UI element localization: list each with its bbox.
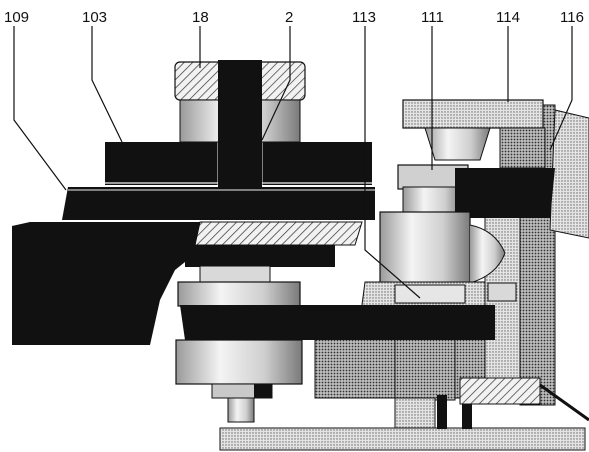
right-bolt-shank <box>394 329 456 401</box>
lower-nut-top <box>199 265 271 283</box>
horizontal-spring <box>459 377 541 405</box>
callout-111: 111 <box>421 9 444 170</box>
callout-label-114: 114 <box>496 9 520 26</box>
callout-label-111: 111 <box>421 9 444 26</box>
callout-label-2: 2 <box>285 9 293 26</box>
washer-113 <box>394 284 466 304</box>
hatched-plate <box>194 221 363 246</box>
callout-2: 2 <box>261 9 293 141</box>
lower-cylinder <box>175 339 303 385</box>
clamp-wedge <box>424 127 491 161</box>
lower-nut <box>177 281 301 307</box>
callout-114: 114 <box>496 9 520 102</box>
right-rod <box>437 395 447 429</box>
diagonal-rod <box>539 383 589 422</box>
spindle-2 <box>218 60 262 188</box>
small-nut-right <box>487 282 517 302</box>
lower-stem-tip <box>227 397 255 423</box>
callout-113: 113 <box>352 9 421 299</box>
callout-label-103: 103 <box>82 9 107 26</box>
black-bar-lower <box>180 305 495 340</box>
right-spring <box>394 397 436 429</box>
right-cover-116 <box>549 109 589 239</box>
black-bar-109 <box>62 187 375 220</box>
callout-label-116: 116 <box>560 9 584 26</box>
left-black-block <box>12 222 205 345</box>
spring-coil <box>469 224 506 284</box>
lower-stem-dark <box>254 384 272 398</box>
callout-116: 116 <box>549 9 584 151</box>
callout-label-109: 109 <box>4 9 29 26</box>
callout-label-18: 18 <box>192 9 209 26</box>
cylinder-113 <box>379 211 471 293</box>
hatched-plate-lower <box>185 245 335 267</box>
callout-109: 109 <box>4 9 67 191</box>
black-bar-right <box>455 168 555 218</box>
top-clamp-114 <box>402 99 544 129</box>
base-plate <box>219 427 586 451</box>
right-rod-2 <box>462 395 472 429</box>
clamp-side-block <box>499 127 546 169</box>
callout-103: 103 <box>82 9 123 143</box>
callout-label-113: 113 <box>352 9 376 26</box>
callout-18: 18 <box>192 9 209 68</box>
